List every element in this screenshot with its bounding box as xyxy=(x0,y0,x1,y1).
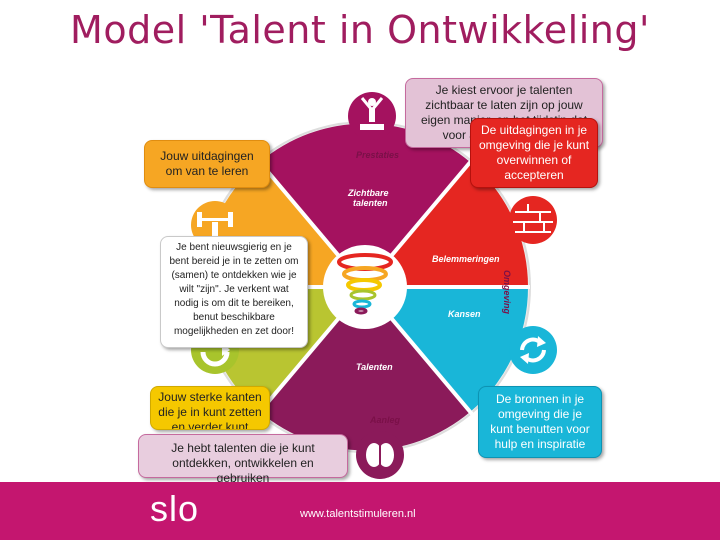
tornado-icon xyxy=(337,253,393,315)
callout-talenten-text: Je hebt talenten die je kunt ontdekken, … xyxy=(171,441,315,485)
page-title: Model 'Talent in Ontwikkeling' xyxy=(70,8,650,52)
trophy-person-icon xyxy=(348,92,396,140)
brick-wall-icon xyxy=(509,196,557,244)
callout-uitdagingen-omgeving: De uitdagingen in je omgeving die je kun… xyxy=(470,118,598,188)
callout-sterke-kanten-text: Jouw sterke kanten die je in kunt zetten… xyxy=(158,390,262,430)
footer-bar: slo www.talentstimuleren.nl xyxy=(0,482,720,540)
slo-logo: slo xyxy=(150,488,200,529)
callout-nieuwsgierig: Je bent nieuwsgierig en je bent bereid j… xyxy=(160,236,308,348)
label-talenten: Talenten xyxy=(356,362,393,372)
callout-nieuwsgierig-text: Je bent nieuwsgierig en je bent bereid j… xyxy=(169,242,299,337)
label-omgeving: Omgeving xyxy=(502,270,512,315)
label-kansen: Kansen xyxy=(448,309,481,319)
talent-model-diagram: Prestaties Talenten Aanleg Zichtbare tal… xyxy=(191,92,557,479)
segment-talenten xyxy=(260,287,470,451)
website-link[interactable]: www.talentstimuleren.nl xyxy=(300,508,416,520)
callout-uitdagingen-leren: Jouw uitdagingen om van te leren xyxy=(144,140,270,188)
callout-uitdagingen-leren-text: Jouw uitdagingen om van te leren xyxy=(160,149,254,178)
label-aanleg: Aanleg xyxy=(369,415,401,425)
callout-sterke-kanten: Jouw sterke kanten die je in kunt zetten… xyxy=(150,386,270,430)
refresh-icon xyxy=(509,326,557,374)
center-circle xyxy=(323,245,407,329)
callout-bronnen: De bronnen in je omgeving die je kunt be… xyxy=(478,386,602,458)
brain-icon xyxy=(356,431,404,479)
label-zichtbare-2: talenten xyxy=(353,198,388,208)
label-belemmeringen: Belemmeringen xyxy=(432,254,500,264)
callout-uitdagingen-omgeving-text: De uitdagingen in je omgeving die je kun… xyxy=(478,123,590,182)
segment-zichtbare-talenten xyxy=(260,123,470,288)
label-zichtbare-1: Zichtbare xyxy=(347,188,389,198)
segment-kansen xyxy=(365,287,529,412)
segment-belemmeringen xyxy=(365,162,529,287)
label-prestaties: Prestaties xyxy=(356,150,399,160)
callout-talenten: Je hebt talenten die je kunt ontdekken, … xyxy=(138,434,348,485)
callout-bronnen-text: De bronnen in je omgeving die je kunt be… xyxy=(490,392,590,451)
